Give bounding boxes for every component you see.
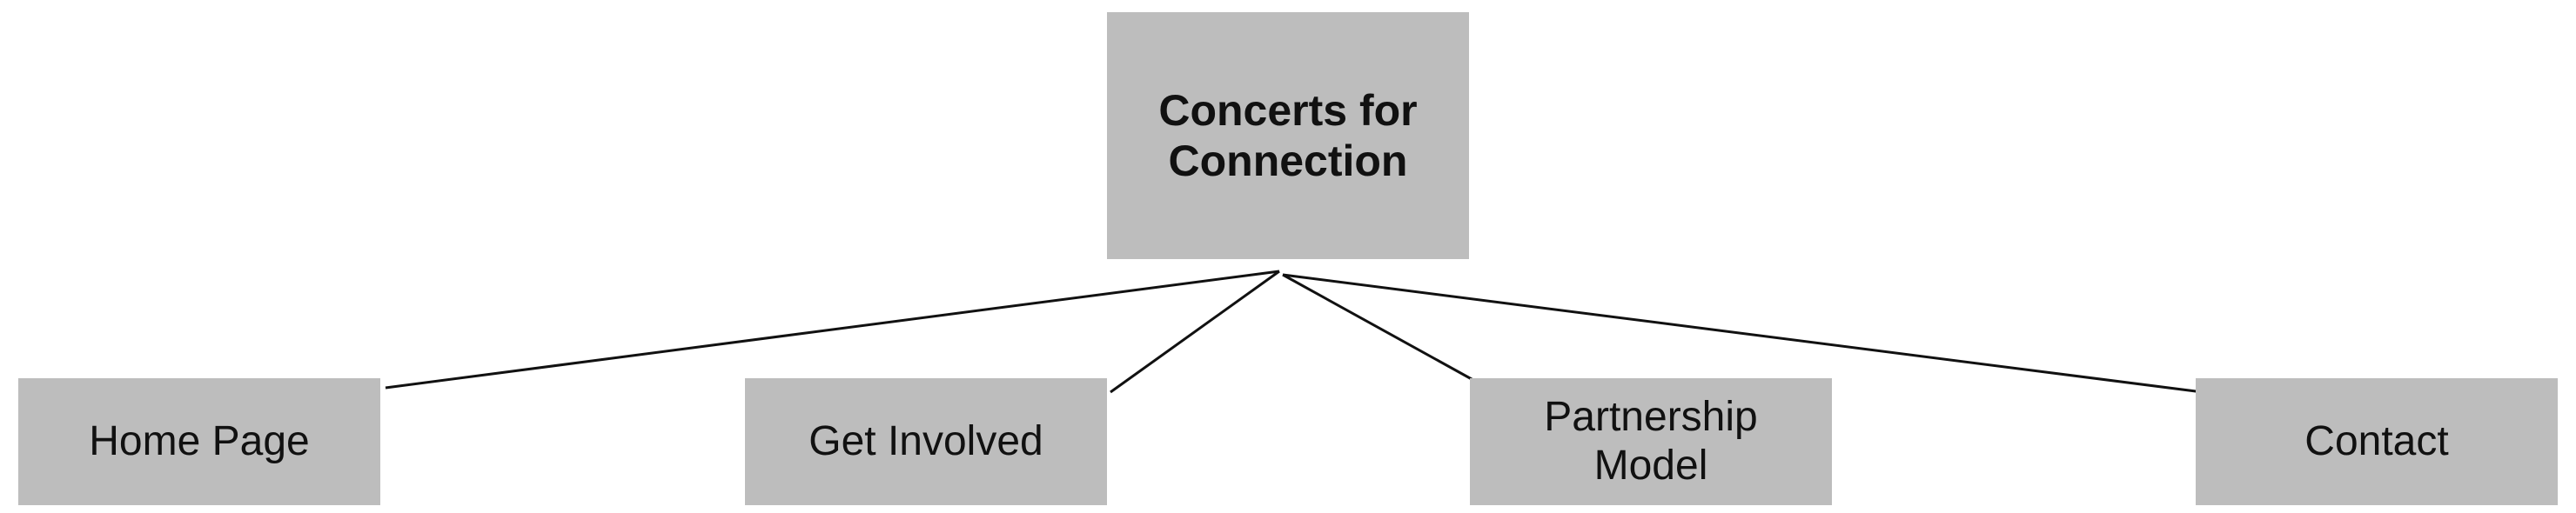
child-node-label: Contact [2304, 418, 2449, 464]
child-node-get-involved: Get Involved [745, 378, 1107, 505]
child-node-home-page: Home Page [18, 378, 380, 505]
connector-contact [1282, 273, 2204, 394]
child-node-label: Partnership Model [1544, 394, 1758, 489]
child-node-label: Get Involved [808, 418, 1043, 464]
connector-home-page [385, 270, 1280, 390]
connector-get-involved [1110, 270, 1280, 394]
root-node: Concerts for Connection [1107, 12, 1469, 259]
connector-partnership-model [1282, 273, 1480, 385]
child-node-partnership-model: Partnership Model [1470, 378, 1832, 505]
child-node-label: Home Page [89, 418, 310, 464]
root-node-label: Concerts for Connection [1158, 86, 1418, 185]
child-node-contact: Contact [2196, 378, 2558, 505]
